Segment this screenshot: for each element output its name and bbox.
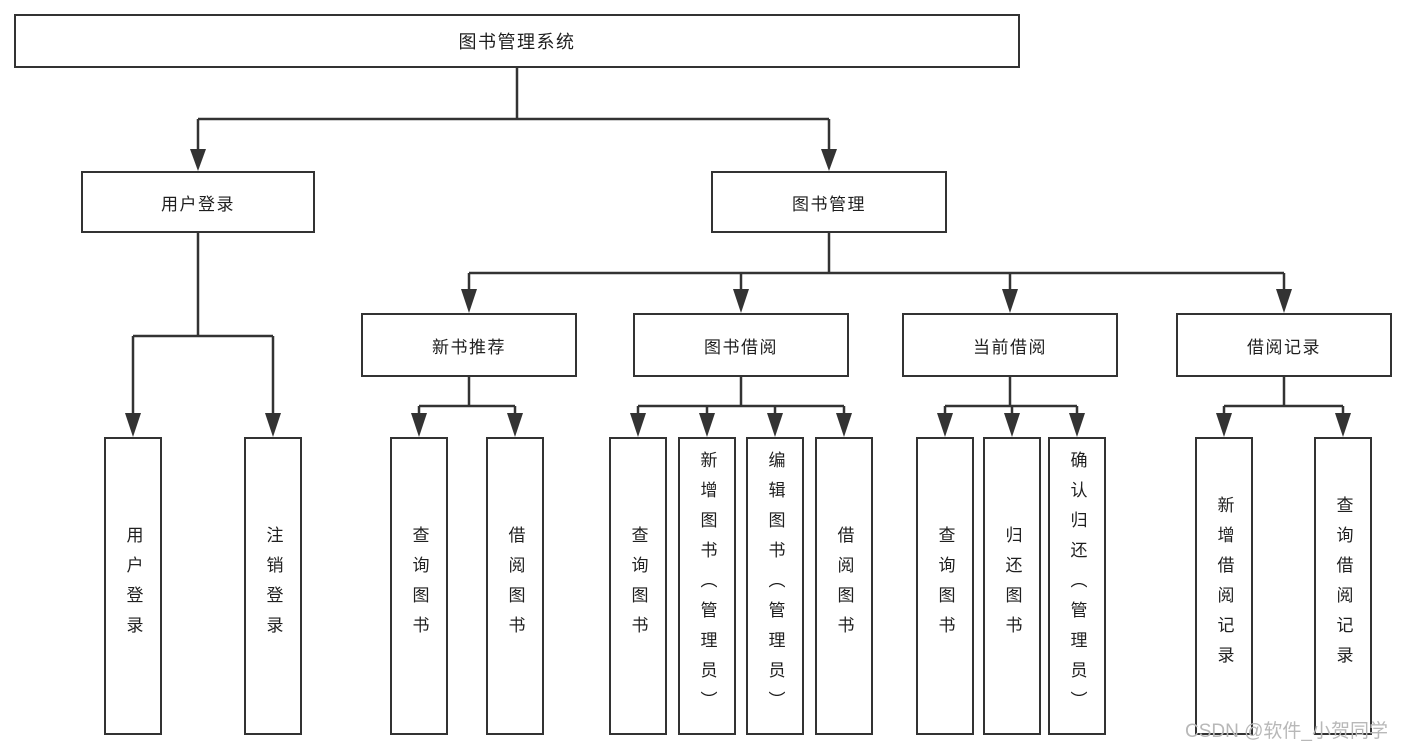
node-label: 归还图书 <box>1002 526 1022 646</box>
node-label: 图书管理系统 <box>458 32 576 52</box>
node-label: 借阅图书 <box>505 526 525 646</box>
leaf-recommend-query-books: 查询图书 <box>390 437 448 735</box>
leaf-add-books-admin: 新增图书（管理员） <box>678 437 736 735</box>
node-label: 查询图书 <box>628 526 648 646</box>
node-current-borrowing: 当前借阅 <box>902 313 1118 377</box>
leaf-borrow-query-books: 查询图书 <box>609 437 667 735</box>
node-label: 用户登录 <box>161 194 235 214</box>
node-label: 图书管理 <box>792 194 866 214</box>
leaf-add-borrow-record: 新增借阅记录 <box>1195 437 1253 735</box>
node-label: 查询借阅记录 <box>1333 496 1353 676</box>
leaf-current-query-books: 查询图书 <box>916 437 974 735</box>
node-new-book-recommendation: 新书推荐 <box>361 313 577 377</box>
node-label: 用户登录 <box>123 526 143 646</box>
leaf-query-borrow-record: 查询借阅记录 <box>1314 437 1372 735</box>
node-label: 查询图书 <box>409 526 429 646</box>
leaf-recommend-borrow-books: 借阅图书 <box>486 437 544 735</box>
node-label: 注销登录 <box>263 526 283 646</box>
node-user-login: 用户登录 <box>81 171 315 233</box>
node-label: 确认归还（管理员） <box>1067 451 1087 721</box>
node-label: 查询图书 <box>935 526 955 646</box>
leaf-return-books: 归还图书 <box>983 437 1041 735</box>
node-label: 当前借阅 <box>973 337 1047 357</box>
node-label: 图书借阅 <box>704 337 778 357</box>
csdn-watermark: CSDN @软件_小贺同学 <box>1185 721 1388 742</box>
node-label: 新书推荐 <box>432 337 506 357</box>
node-borrowing-records: 借阅记录 <box>1176 313 1392 377</box>
arrowheads <box>125 149 1351 437</box>
leaf-edit-books-admin: 编辑图书（管理员） <box>746 437 804 735</box>
node-library-management-system: 图书管理系统 <box>14 14 1020 68</box>
leaf-borrow-books: 借阅图书 <box>815 437 873 735</box>
node-label: 新增借阅记录 <box>1214 496 1234 676</box>
leaf-logout: 注销登录 <box>244 437 302 735</box>
node-label: 借阅记录 <box>1247 337 1321 357</box>
node-label: 借阅图书 <box>834 526 854 646</box>
leaf-user-login: 用户登录 <box>104 437 162 735</box>
node-label: 新增图书（管理员） <box>697 451 717 721</box>
node-label: 编辑图书（管理员） <box>765 451 785 721</box>
node-book-management: 图书管理 <box>711 171 947 233</box>
leaf-confirm-return-admin: 确认归还（管理员） <box>1048 437 1106 735</box>
node-book-borrowing: 图书借阅 <box>633 313 849 377</box>
